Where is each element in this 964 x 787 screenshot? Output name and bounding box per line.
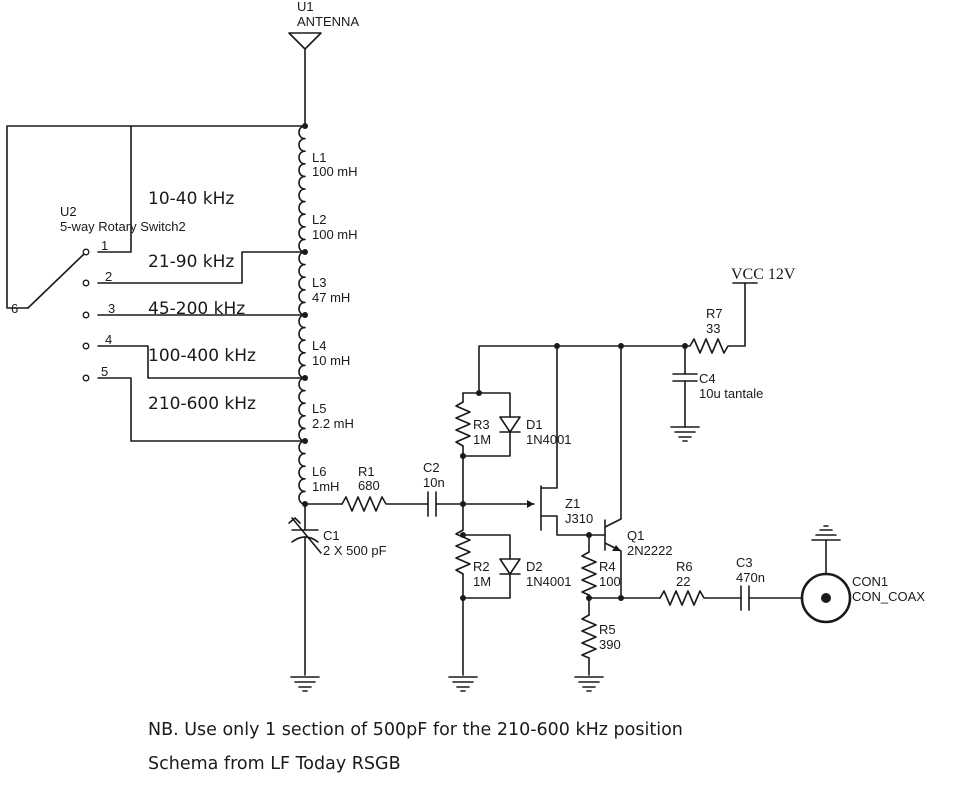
l2-value: 100 mH [312,227,358,242]
band-label-5: 210-600 kHz [148,394,256,414]
rotary-switch-u2: U2 5-way Rotary Switch2 1 2 3 4 5 6 [6,125,306,442]
jfet-z1: Z1 J310 [540,345,593,538]
ground-r5 [574,676,604,692]
switch-pin-4: 4 [105,332,112,347]
capacitor-c1: C1 2 X 500 pF [288,503,387,676]
c4-value: 10u tantale [699,386,763,401]
r3-value: 1M [473,432,491,447]
r1-value: 680 [358,478,380,493]
u1-ref: U1 [297,0,314,14]
r6-ref: R6 [676,559,693,574]
r7-value: 33 [706,321,720,336]
switch-pin-3: 3 [108,301,115,316]
q1-ref: Q1 [627,528,644,543]
output-path: R6 22 C3 470n [620,555,803,611]
l1-ref: L1 [312,150,326,165]
l3-ref: L3 [312,275,326,290]
note-line-2: Schema from LF Today RSGB [148,754,401,774]
l5-value: 2.2 mH [312,416,354,431]
u1-value: ANTENNA [297,14,359,29]
q1-value: 2N2222 [627,543,673,558]
r2-value: 1M [473,574,491,589]
switch-pin-5: 5 [101,364,108,379]
band-label-3: 45-200 kHz [148,299,245,319]
bjt-q1: Q1 2N2222 [588,345,673,599]
z1-value: J310 [565,511,593,526]
d1-value: 1N4001 [526,432,572,447]
d1-ref: D1 [526,417,543,432]
vcc-label: VCC 12V [731,266,796,283]
band-label-4: 100-400 kHz [148,346,256,366]
l1-value: 100 mH [312,164,358,179]
switch-pin-2: 2 [105,269,112,284]
band-label-2: 21-90 kHz [148,252,234,272]
d2-value: 1N4001 [526,574,572,589]
l6-ref: L6 [312,464,326,479]
r4-value: 100 [599,574,621,589]
u2-ref: U2 [60,204,77,219]
note-line-1: NB. Use only 1 section of 500pF for the … [148,720,683,740]
r1-ref: R1 [358,464,375,479]
ground-c4 [670,426,700,442]
l6-value: 1mH [312,479,339,494]
l2-ref: L2 [312,212,326,227]
d2-ref: D2 [526,559,543,574]
l5-ref: L5 [312,401,326,416]
coax-connector-con1: CON1 CON_COAX [800,525,925,624]
band-labels: 10-40 kHz 21-90 kHz 45-200 kHz 100-400 k… [148,189,256,414]
r4-r5-chain: R4 100 R5 390 [581,534,624,676]
z1-ref: Z1 [565,496,580,511]
c4-ref: C4 [699,371,716,386]
r5-value: 390 [599,637,621,652]
inductor-labels: L1 100 mH L2 100 mH L3 47 mH L4 10 mH L5… [312,150,358,494]
r3-ref: R3 [473,417,490,432]
r6-value: 22 [676,574,690,589]
u2-value: 5-way Rotary Switch2 [60,219,186,234]
l4-ref: L4 [312,338,326,353]
input-path: R1 680 C2 10n [304,460,535,517]
r7-ref: R7 [706,306,723,321]
c1-ref: C1 [323,528,340,543]
r2-ref: R2 [473,559,490,574]
r5-ref: R5 [599,622,616,637]
ground-symbols [290,426,700,692]
l3-value: 47 mH [312,290,350,305]
c2-ref: C2 [423,460,440,475]
supply-filter: VCC 12V R7 33 C4 10u tantale [672,266,796,428]
ground-r2 [448,676,478,692]
r3-d1-pair: R3 1M D1 1N4001 [455,392,572,505]
con1-value: CON_COAX [852,589,925,604]
ground-c1 [290,676,320,692]
switch-pin-1: 1 [101,238,108,253]
c3-ref: C3 [736,555,753,570]
l4-value: 10 mH [312,353,350,368]
r2-d2-pair: R2 1M D2 1N4001 [455,503,572,676]
band-label-1: 10-40 kHz [148,189,234,209]
r4-ref: R4 [599,559,616,574]
switch-pin-6: 6 [11,301,18,316]
antenna-u1: U1 ANTENNA [288,0,359,127]
c1-value: 2 X 500 pF [323,543,387,558]
c3-value: 470n [736,570,765,585]
con1-ref: CON1 [852,574,888,589]
supply-rail [462,343,688,396]
c2-value: 10n [423,475,445,490]
